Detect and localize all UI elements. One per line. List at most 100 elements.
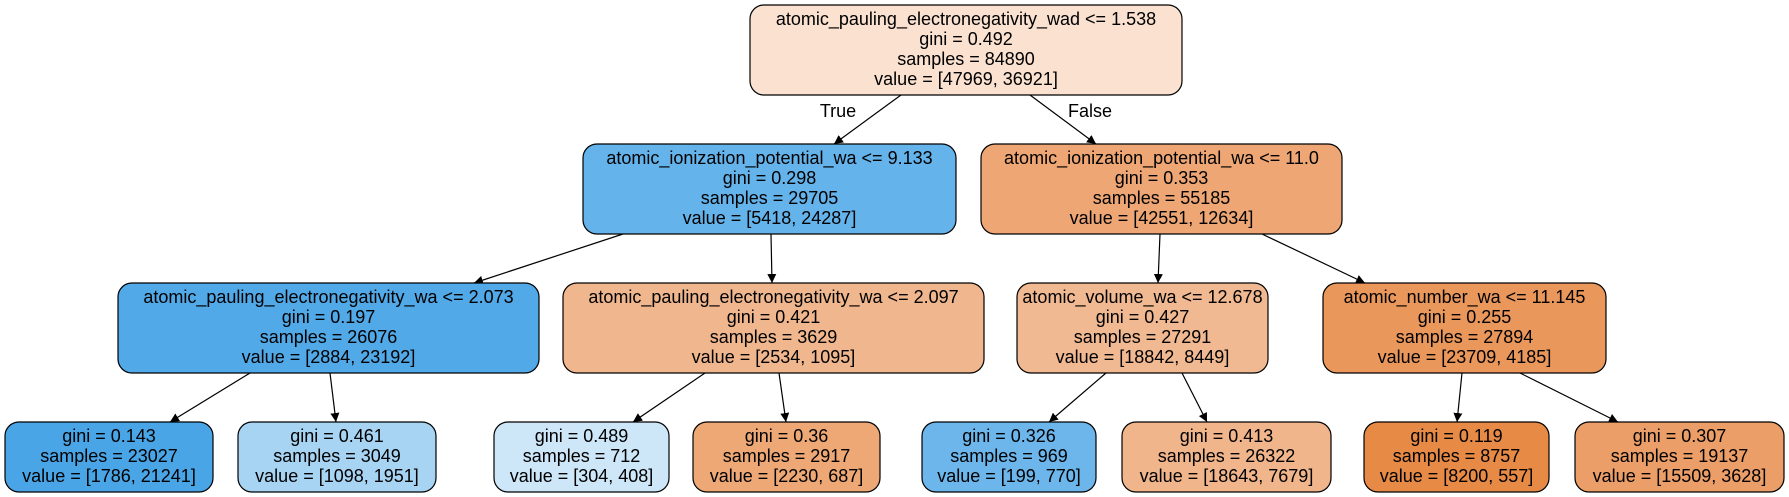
node-condition: atomic_volume_wa <= 12.678	[1022, 287, 1262, 308]
edge-n2-n5	[1153, 233, 1163, 284]
edge-n3-n7	[169, 372, 251, 423]
node-gini: gini = 0.307	[1633, 426, 1727, 446]
node-value: value = [18643, 7679]	[1140, 466, 1314, 486]
node-gini: gini = 0.326	[962, 426, 1056, 446]
node-value: value = [23709, 4185]	[1378, 347, 1552, 367]
split-node-n3: atomic_pauling_electronegativity_wa <= 2…	[117, 282, 540, 374]
edge-label-true: True	[820, 101, 856, 121]
node-value: value = [2230, 687]	[710, 466, 864, 486]
node-condition: atomic_ionization_potential_wa <= 9.133	[606, 148, 932, 169]
node-samples: samples = 26076	[260, 327, 398, 347]
edge-arrow	[1029, 94, 1097, 145]
edge-arrow	[1153, 233, 1163, 284]
node-box	[1363, 421, 1550, 493]
node-gini: gini = 0.461	[290, 426, 384, 446]
node-gini: gini = 0.119	[1410, 426, 1502, 446]
edges: True False	[169, 94, 1619, 423]
edge-n5-n12	[1181, 372, 1208, 423]
split-node-n1: atomic_ionization_potential_wa <= 9.133g…	[582, 143, 957, 235]
node-gini: gini = 0.36	[745, 426, 829, 446]
node-box	[921, 421, 1097, 493]
node-samples: samples = 712	[523, 446, 641, 466]
node-box	[562, 282, 985, 374]
edge-n5-n11	[1048, 372, 1107, 423]
edge-arrow	[767, 233, 777, 284]
node-gini: gini = 0.197	[282, 307, 376, 327]
edge-n0-n1: True	[820, 94, 902, 145]
node-samples: samples = 3629	[710, 327, 838, 347]
node-condition: atomic_pauling_electronegativity_wa <= 2…	[143, 287, 513, 308]
node-condition: atomic_pauling_electronegativity_wad <= …	[776, 9, 1156, 30]
node-box	[1121, 421, 1332, 493]
edge-n0-n2: False	[1029, 94, 1112, 145]
node-box	[692, 421, 881, 493]
node-samples: samples = 3049	[273, 446, 401, 466]
edge-arrow	[833, 94, 902, 145]
node-gini: gini = 0.298	[723, 168, 817, 188]
node-box	[1322, 282, 1607, 374]
split-node-n2: atomic_ionization_potential_wa <= 11.0gi…	[980, 143, 1343, 235]
node-box	[493, 421, 670, 493]
edge-n1-n3	[473, 233, 624, 285]
edge-label-false: False	[1068, 101, 1112, 121]
node-condition: atomic_ionization_potential_wa <= 11.0	[1004, 148, 1319, 169]
node-gini: gini = 0.492	[919, 29, 1013, 49]
node-gini: gini = 0.143	[62, 426, 156, 446]
split-node-n4: atomic_pauling_electronegativity_wa <= 2…	[562, 282, 985, 374]
edge-arrow	[1181, 372, 1208, 423]
edge-n4-n10	[778, 372, 790, 423]
split-node-n0: atomic_pauling_electronegativity_wad <= …	[749, 4, 1183, 96]
node-value: value = [42551, 12634]	[1070, 208, 1254, 228]
node-value: value = [15509, 3628]	[1593, 466, 1767, 486]
edge-arrow	[1261, 233, 1366, 284]
nodes: atomic_pauling_electronegativity_wad <= …	[4, 4, 1785, 493]
node-box	[1016, 282, 1269, 374]
edge-n3-n8	[329, 372, 340, 423]
node-value: value = [2534, 1095]	[692, 347, 856, 367]
node-box	[4, 421, 214, 493]
edge-arrow	[1519, 372, 1619, 423]
node-value: value = [199, 770]	[937, 466, 1081, 486]
node-gini: gini = 0.413	[1180, 426, 1274, 446]
node-samples: samples = 27291	[1074, 327, 1212, 347]
node-box	[980, 143, 1343, 235]
node-samples: samples = 55185	[1093, 188, 1231, 208]
node-gini: gini = 0.255	[1418, 307, 1512, 327]
node-samples: samples = 27894	[1396, 327, 1534, 347]
edge-arrow	[329, 372, 340, 423]
node-gini: gini = 0.489	[535, 426, 629, 446]
node-box	[749, 4, 1183, 96]
node-value: value = [8200, 557]	[1380, 466, 1534, 486]
node-value: value = [1786, 21241]	[22, 466, 196, 486]
node-value: value = [5418, 24287]	[683, 208, 857, 228]
node-samples: samples = 19137	[1611, 446, 1749, 466]
edge-n1-n4	[767, 233, 777, 284]
node-value: value = [47969, 36921]	[874, 69, 1058, 89]
node-value: value = [1098, 1951]	[255, 466, 419, 486]
edge-arrow	[169, 372, 251, 423]
node-samples: samples = 84890	[897, 49, 1035, 69]
edge-arrow	[632, 372, 706, 423]
node-samples: samples = 969	[950, 446, 1068, 466]
node-box	[237, 421, 437, 493]
node-box	[582, 143, 957, 235]
edge-n6-n13	[1453, 372, 1463, 423]
node-gini: gini = 0.353	[1115, 168, 1209, 188]
edge-n2-n6	[1261, 233, 1366, 284]
edge-n6-n14	[1519, 372, 1619, 423]
node-samples: samples = 2917	[723, 446, 851, 466]
node-samples: samples = 23027	[40, 446, 178, 466]
node-samples: samples = 29705	[701, 188, 839, 208]
node-value: value = [2884, 23192]	[242, 347, 416, 367]
node-box	[117, 282, 540, 374]
